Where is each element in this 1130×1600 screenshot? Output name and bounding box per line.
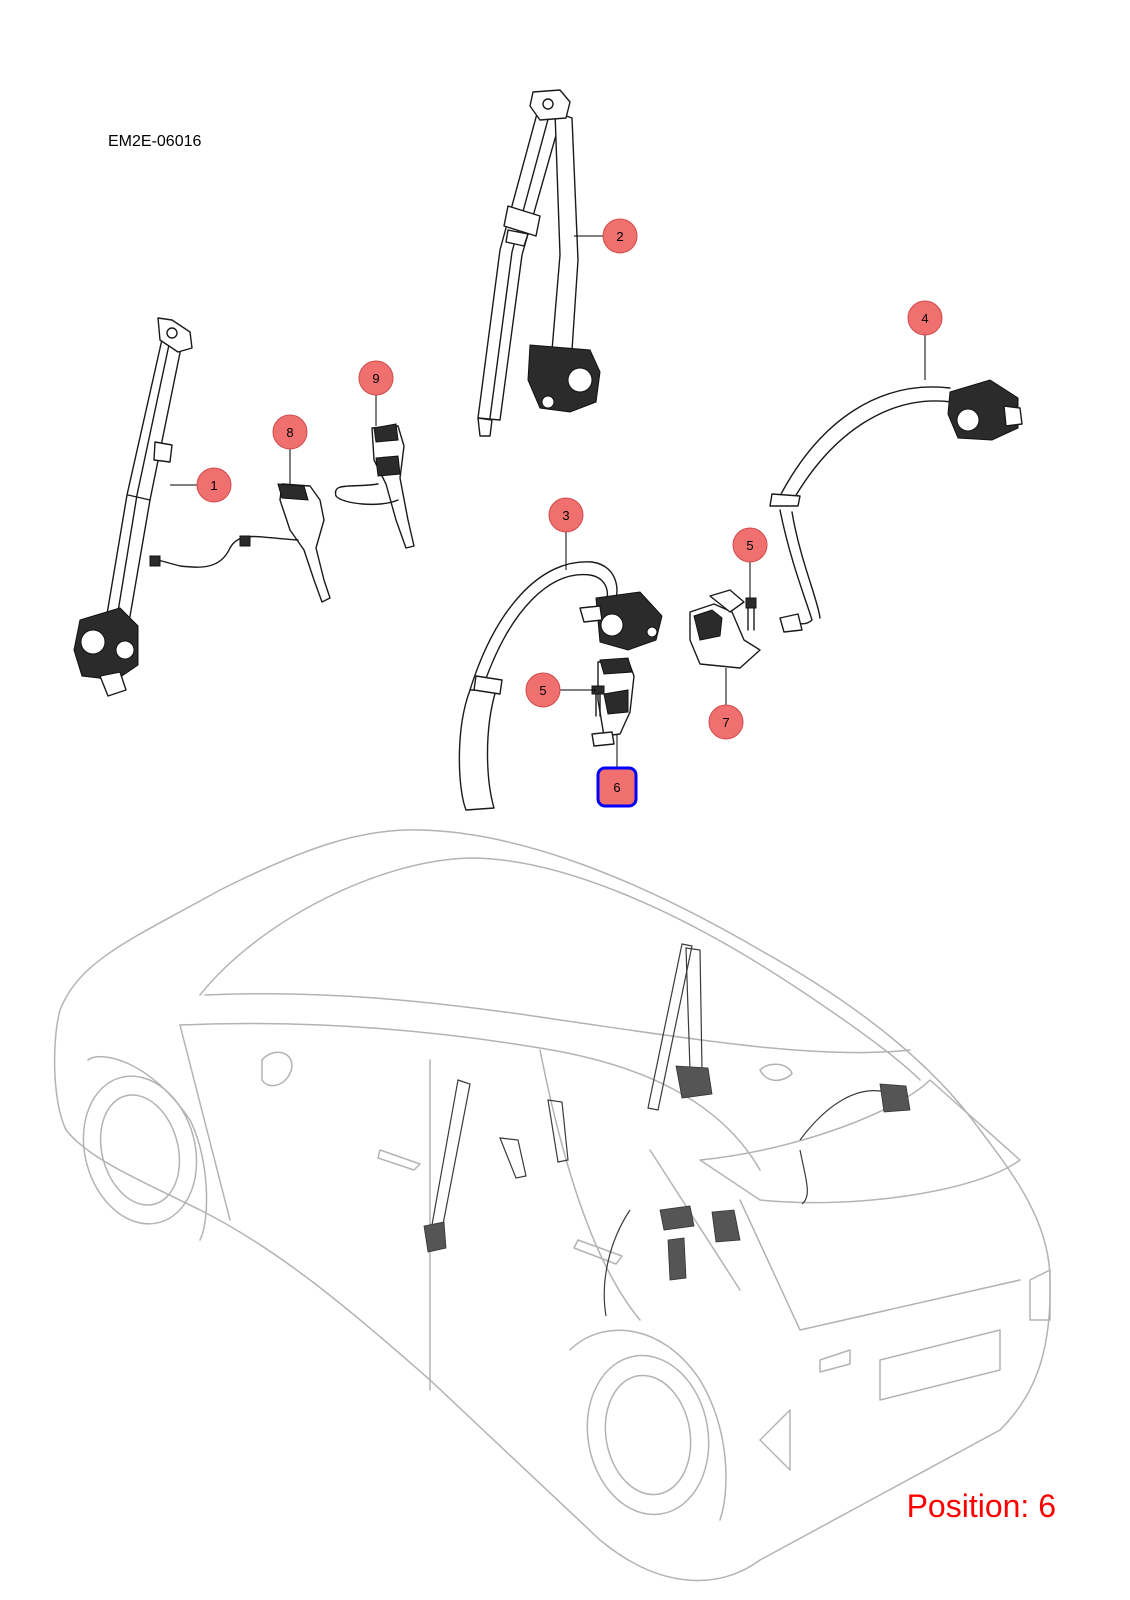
part-rear-seat-belt-center[interactable] xyxy=(477,89,601,437)
callouts: 1 2 3 4 5 5 6 7 xyxy=(196,218,943,808)
callout-5a[interactable]: 5 xyxy=(525,672,561,708)
svg-text:8: 8 xyxy=(286,425,293,440)
callout-4[interactable]: 4 xyxy=(907,300,943,336)
vehicle-outline xyxy=(53,829,1051,1582)
callout-8[interactable]: 8 xyxy=(272,414,308,450)
part-bolt-5a[interactable] xyxy=(591,685,605,717)
part-rear-seat-belt-side[interactable] xyxy=(458,561,663,811)
callout-5b[interactable]: 5 xyxy=(732,527,768,563)
part-front-seat-belt-left[interactable] xyxy=(73,317,193,697)
callout-2[interactable]: 2 xyxy=(602,218,638,254)
part-buckle-bracket[interactable] xyxy=(689,589,761,669)
part-bolt-5b[interactable] xyxy=(745,597,757,631)
svg-text:1: 1 xyxy=(210,478,217,493)
diagram-code: EM2E-06016 xyxy=(108,133,202,150)
svg-text:7: 7 xyxy=(722,715,729,730)
callout-1[interactable]: 1 xyxy=(196,467,232,503)
leader-lines xyxy=(170,235,926,768)
svg-text:5: 5 xyxy=(539,683,546,698)
part-rear-seat-belt-right[interactable] xyxy=(769,379,1023,633)
svg-text:3: 3 xyxy=(562,508,569,523)
svg-text:2: 2 xyxy=(616,229,623,244)
callout-6[interactable]: 6 xyxy=(596,766,638,808)
part-rear-buckle[interactable] xyxy=(591,657,635,747)
svg-text:4: 4 xyxy=(921,311,928,326)
callout-9[interactable]: 9 xyxy=(358,360,394,396)
position-readout: Position: 6 xyxy=(906,1488,1056,1524)
callout-3[interactable]: 3 xyxy=(548,497,584,533)
svg-text:9: 9 xyxy=(372,371,379,386)
svg-text:6: 6 xyxy=(613,780,620,795)
svg-text:5: 5 xyxy=(746,538,753,553)
part-front-buckle-2[interactable] xyxy=(334,423,415,549)
callout-7[interactable]: 7 xyxy=(708,704,744,740)
part-front-buckle[interactable] xyxy=(149,483,331,603)
